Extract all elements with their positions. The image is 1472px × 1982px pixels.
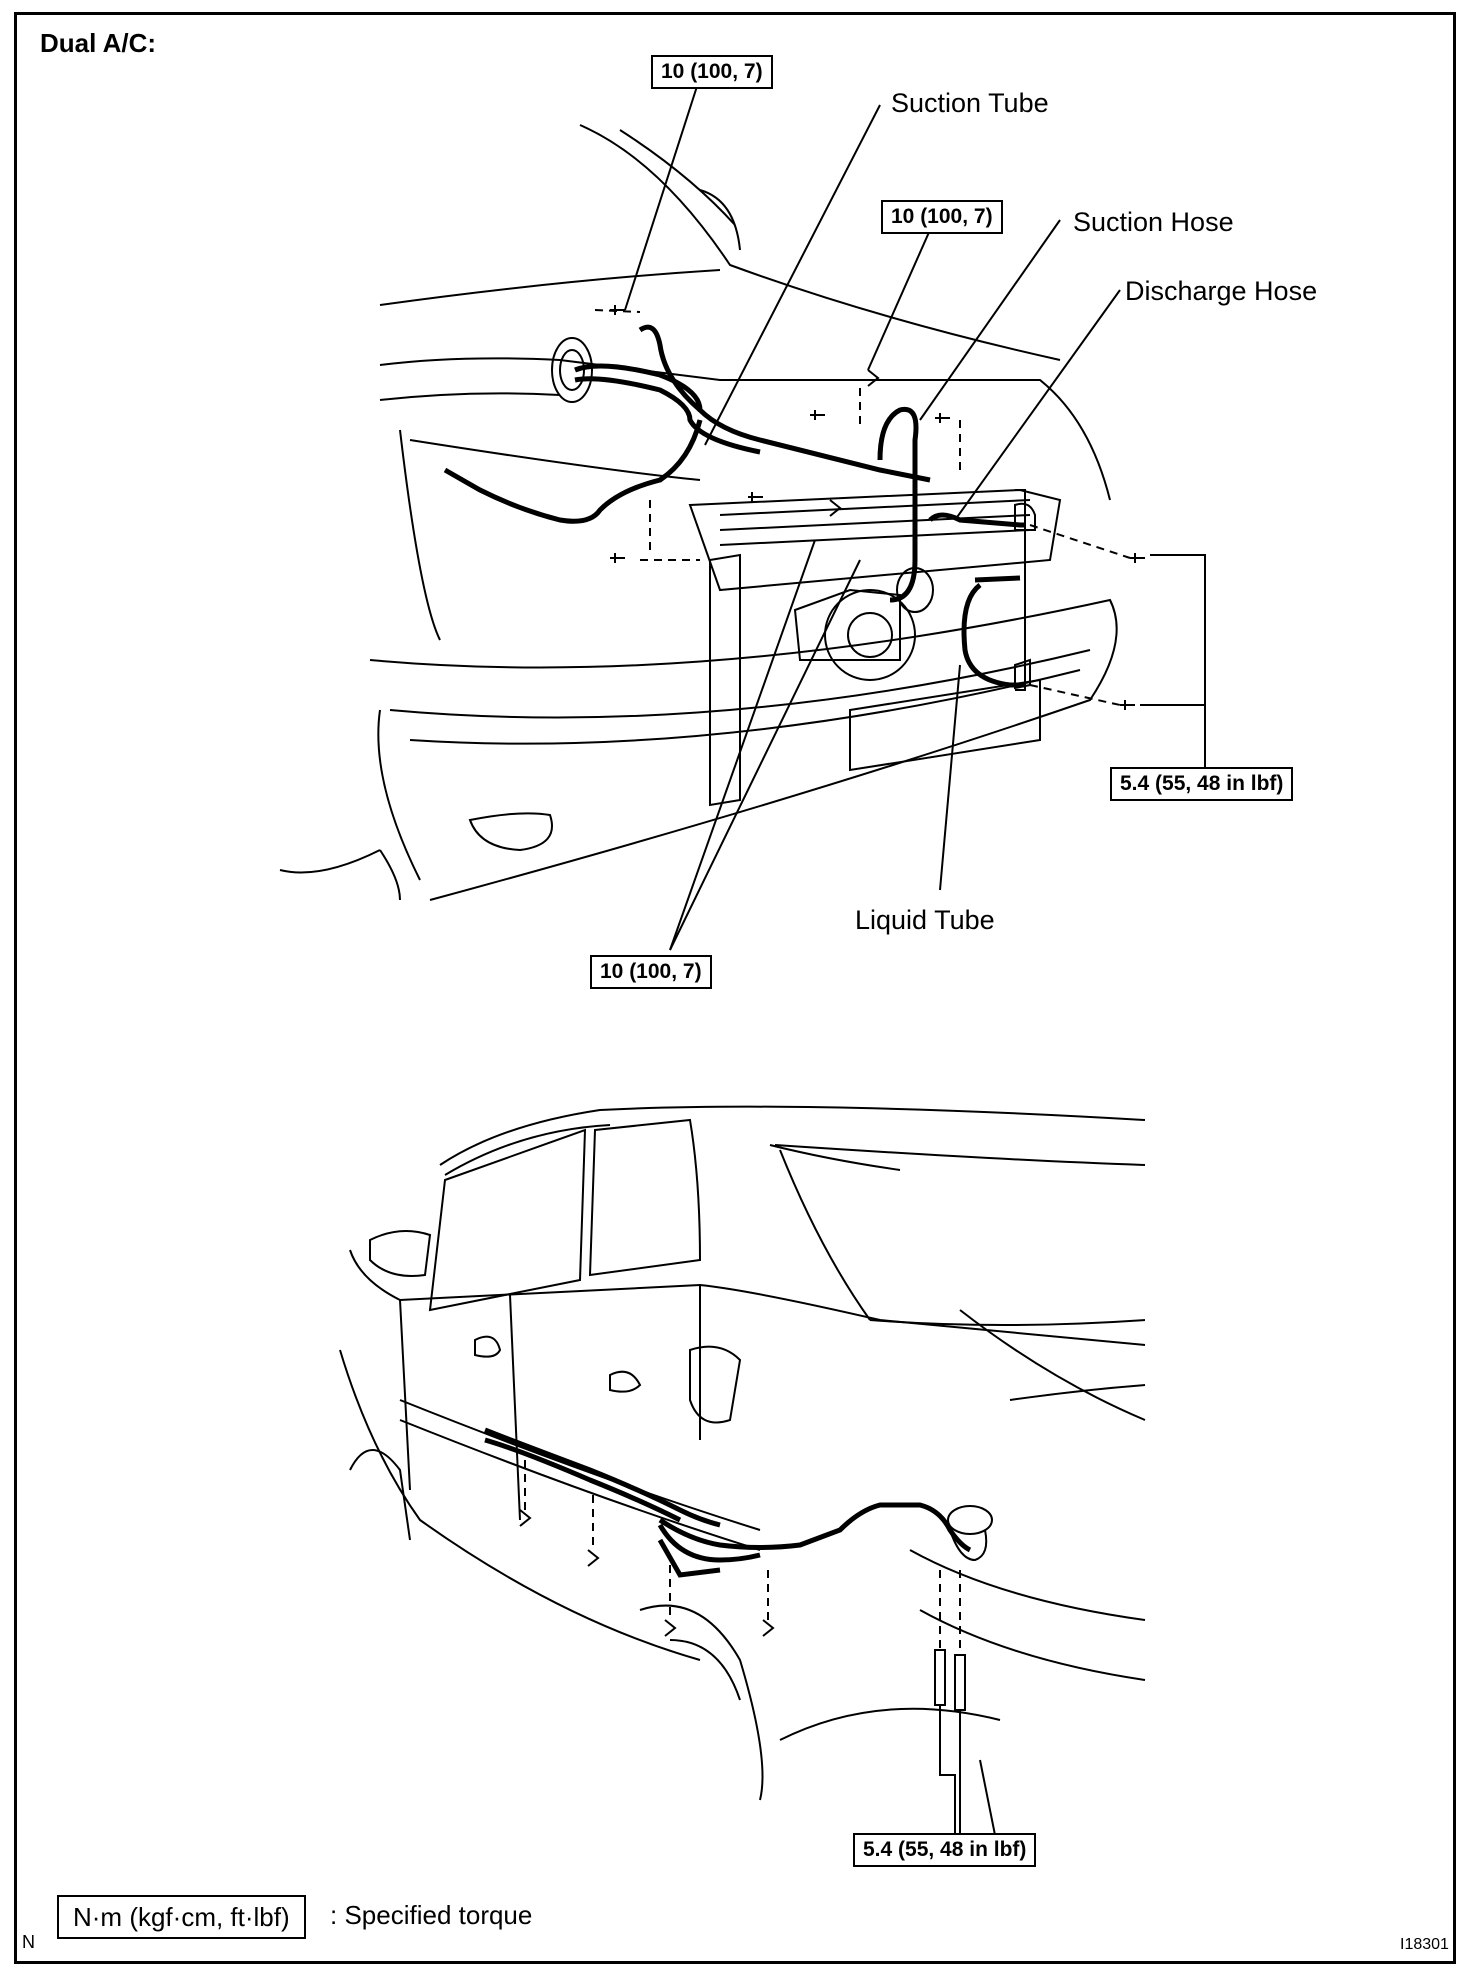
front-piping: [443, 324, 1025, 688]
legend-unit-box: N·m (kgf·cm, ft·lbf): [57, 1895, 306, 1939]
rear-piping: [484, 1427, 972, 1578]
diagram-frame: [14, 12, 1456, 1964]
label-suction-tube: Suction Tube: [891, 88, 1049, 118]
label-suction-hose: Suction Hose: [1073, 207, 1234, 237]
rear-components: [519, 1505, 993, 1711]
torque-box-right-front: 5.4 (55, 48 in lbf): [1110, 767, 1294, 801]
legend-description: : Specified torque: [330, 1900, 533, 1930]
front-leader-lines: [624, 76, 1206, 951]
diagram-title: Dual A/C:: [40, 28, 157, 58]
label-discharge-hose: Discharge Hose: [1125, 276, 1318, 306]
torque-box-mid: 10 (100, 7): [881, 200, 1003, 234]
rear-dashed-lines: [524, 1460, 961, 1655]
rear-car-outline: [339, 1105, 1146, 1861]
torque-box-top-left: 10 (100, 7): [651, 55, 773, 89]
torque-box-lower-front: 10 (100, 7): [590, 955, 712, 989]
torque-box-rear: 5.4 (55, 48 in lbf): [853, 1833, 1037, 1867]
label-liquid-tube: Liquid Tube: [855, 905, 995, 935]
front-car-outline: [279, 124, 1118, 901]
front-dashed-lines: [594, 309, 1131, 706]
figure-code: I18301: [1400, 1936, 1449, 1953]
front-components: [551, 305, 1145, 710]
corner-mark: N: [22, 1932, 35, 1952]
